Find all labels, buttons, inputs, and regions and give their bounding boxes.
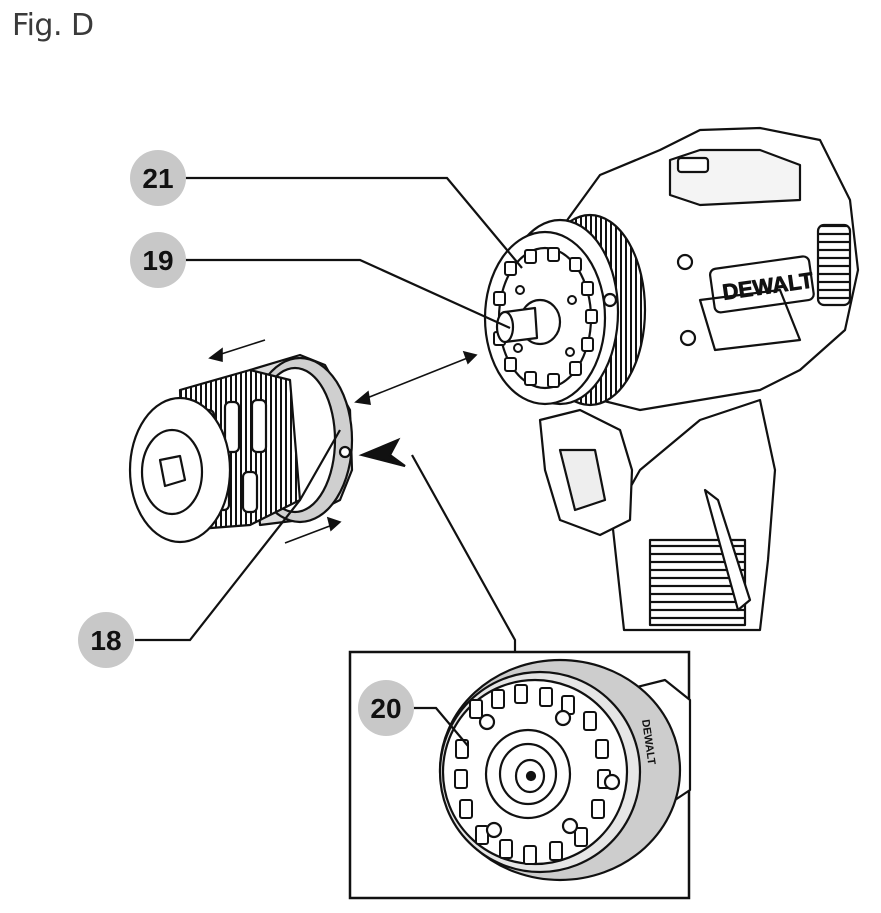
callout-18: 18 xyxy=(78,612,134,668)
figure-title: Fig. D xyxy=(12,8,94,43)
callout-20-label: 20 xyxy=(370,693,401,724)
callout-20: 20 xyxy=(358,680,414,736)
leader-lines xyxy=(135,176,523,747)
callout-19-label: 19 xyxy=(142,245,173,276)
inset-detail: DEWALT xyxy=(348,650,692,900)
chuck-attachment xyxy=(128,353,354,544)
callout-18-label: 18 xyxy=(90,625,121,656)
callout-21-label: 21 xyxy=(142,163,173,194)
callout-19: 19 xyxy=(130,232,186,288)
rotation-arrows xyxy=(208,339,478,544)
drill-body: DEWALT xyxy=(483,126,860,632)
detail-arrow xyxy=(358,437,517,652)
callout-21: 21 xyxy=(130,150,186,206)
